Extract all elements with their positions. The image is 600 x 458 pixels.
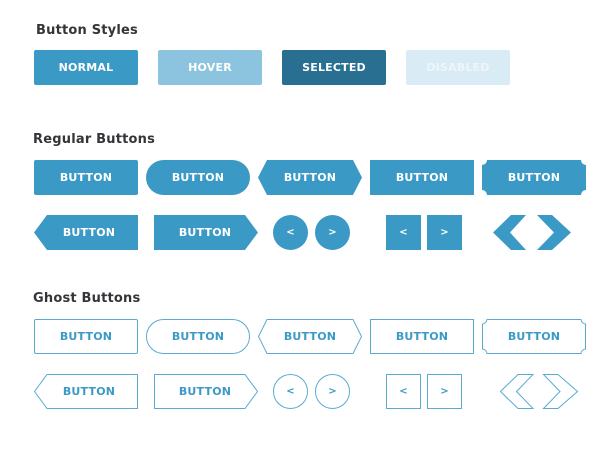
regular-arrow-left-button-label: BUTTON	[62, 226, 116, 239]
ghost-arrow-left-button-label: BUTTON	[62, 385, 116, 398]
regular-chevron-prev-button[interactable]	[493, 215, 529, 250]
arrow-right-shape	[154, 215, 258, 250]
regular-flat-button[interactable]: BUTTON	[370, 160, 474, 195]
regular-pill-button-label: BUTTON	[171, 171, 225, 184]
ghost-pill-button[interactable]: BUTTON	[146, 319, 250, 354]
chevron-left-icon	[493, 215, 526, 250]
arrow-left-shape	[34, 215, 138, 250]
regular-square-next-button[interactable]: >	[427, 215, 462, 250]
section-title-ghost-buttons: Ghost Buttons	[33, 291, 141, 306]
ghost-arrow-right-button[interactable]: BUTTON	[154, 374, 259, 409]
chevron-left-icon: <	[286, 386, 295, 397]
chevron-left-icon: <	[286, 227, 295, 238]
ghost-square-next-button[interactable]: >	[427, 374, 462, 409]
regular-rect-button[interactable]: BUTTON	[34, 160, 138, 195]
regular-hexagon-button-label: BUTTON	[283, 171, 337, 184]
disabled-button-label: DISABLED	[426, 61, 490, 74]
chevron-right-icon: >	[440, 386, 449, 397]
regular-arrow-right-button[interactable]: BUTTON	[154, 215, 258, 250]
ghost-ticket-button[interactable]: BUTTON	[482, 319, 586, 354]
arrow-left-outline	[33, 374, 138, 409]
section-title-button-styles: Button Styles	[36, 23, 138, 38]
normal-button-label: NORMAL	[58, 61, 114, 74]
ghost-chevron-prev-button[interactable]	[499, 374, 536, 409]
ghost-square-prev-button[interactable]: <	[386, 374, 421, 409]
regular-pill-button[interactable]: BUTTON	[146, 160, 250, 195]
ghost-arrow-left-button[interactable]: BUTTON	[33, 374, 138, 409]
ghost-rect-button-label: BUTTON	[59, 330, 113, 343]
ghost-chevron-next-button[interactable]	[542, 374, 579, 409]
disabled-button: DISABLED	[406, 50, 510, 85]
chevron-right-icon	[542, 374, 579, 409]
regular-hexagon-button[interactable]: BUTTON	[258, 160, 362, 195]
hover-button-label: HOVER	[188, 61, 232, 74]
chevron-right-icon: >	[328, 227, 337, 238]
chevron-left-icon: <	[399, 386, 408, 397]
regular-ticket-button-label: BUTTON	[507, 171, 561, 184]
regular-arrow-right-button-label: BUTTON	[178, 226, 232, 239]
regular-arrow-left-button[interactable]: BUTTON	[34, 215, 138, 250]
ghost-arrow-right-button-label: BUTTON	[178, 385, 232, 398]
ghost-circle-prev-button[interactable]: <	[273, 374, 308, 409]
normal-button[interactable]: NORMAL	[34, 50, 138, 85]
regular-ticket-button[interactable]: BUTTON	[482, 160, 586, 195]
ghost-flat-button[interactable]: BUTTON	[370, 319, 474, 354]
ghost-rect-button[interactable]: BUTTON	[34, 319, 138, 354]
regular-chevron-next-button[interactable]	[537, 215, 573, 250]
selected-button-label: SELECTED	[302, 61, 366, 74]
regular-rect-button-label: BUTTON	[59, 171, 113, 184]
regular-circle-next-button[interactable]: >	[315, 215, 350, 250]
ghost-hexagon-button[interactable]: BUTTON	[257, 319, 363, 354]
regular-flat-button-label: BUTTON	[395, 171, 449, 184]
hover-button[interactable]: HOVER	[158, 50, 262, 85]
chevron-right-icon	[537, 215, 571, 250]
ghost-pill-button-label: BUTTON	[171, 330, 225, 343]
ticket-outline	[482, 319, 586, 354]
ghost-flat-button-label: BUTTON	[395, 330, 449, 343]
chevron-right-icon: >	[440, 227, 449, 238]
ticket-shape	[482, 160, 586, 195]
ghost-circle-next-button[interactable]: >	[315, 374, 350, 409]
regular-square-prev-button[interactable]: <	[386, 215, 421, 250]
section-title-regular-buttons: Regular Buttons	[33, 132, 156, 147]
ghost-ticket-button-label: BUTTON	[507, 330, 561, 343]
chevron-right-icon: >	[328, 386, 337, 397]
arrow-right-outline	[154, 374, 259, 409]
chevron-left-icon: <	[399, 227, 408, 238]
chevron-left-icon	[499, 374, 535, 409]
regular-circle-prev-button[interactable]: <	[273, 215, 308, 250]
hexagon-shape	[258, 160, 362, 195]
selected-button[interactable]: SELECTED	[282, 50, 386, 85]
ghost-hexagon-button-label: BUTTON	[283, 330, 337, 343]
hexagon-outline	[257, 319, 363, 354]
